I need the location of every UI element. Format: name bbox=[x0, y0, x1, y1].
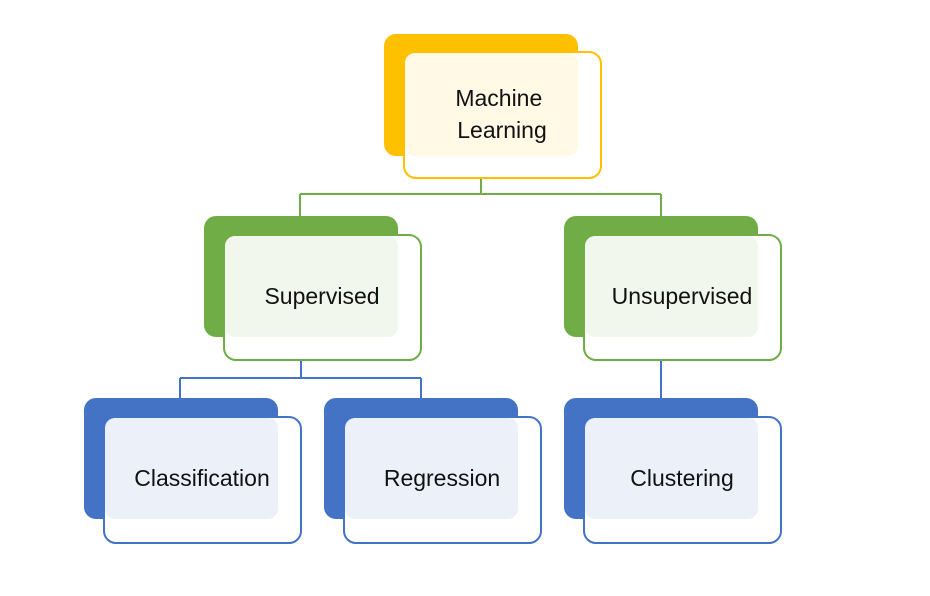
node-unsupervised: Unsupervised bbox=[564, 216, 782, 361]
node-label: Classification bbox=[134, 465, 270, 491]
node-overlap-shape bbox=[405, 53, 578, 156]
node-label-line: Regression bbox=[384, 465, 500, 491]
node-label: Supervised bbox=[264, 283, 379, 309]
node-label-line: Unsupervised bbox=[612, 283, 753, 309]
node-overlap-shape bbox=[585, 418, 758, 519]
node-classification: Classification bbox=[84, 398, 302, 544]
node-label-line: Learning bbox=[457, 117, 547, 143]
connector-root-to-level2 bbox=[299, 178, 662, 216]
node-regression: Regression bbox=[324, 398, 542, 544]
node-overlap-shape bbox=[105, 418, 278, 519]
node-overlap-shape bbox=[345, 418, 518, 519]
node-label-line: Classification bbox=[134, 465, 270, 491]
node-overlap-shape bbox=[585, 236, 758, 337]
node-label: Regression bbox=[384, 465, 500, 491]
node-label-line: Machine bbox=[455, 85, 542, 111]
node-label-line: Clustering bbox=[630, 465, 734, 491]
node-label: Unsupervised bbox=[612, 283, 753, 309]
node-label: Clustering bbox=[630, 465, 734, 491]
node-supervised: Supervised bbox=[204, 216, 422, 361]
node-label: Machine Learning bbox=[455, 85, 548, 143]
node-label-line: Supervised bbox=[264, 283, 379, 309]
connectors bbox=[179, 178, 662, 398]
node-machine-learning: Machine Learning bbox=[384, 34, 602, 179]
node-clustering: Clustering bbox=[564, 398, 782, 544]
connector-supervised-to-children bbox=[179, 360, 422, 398]
node-overlap-shape bbox=[225, 236, 398, 337]
